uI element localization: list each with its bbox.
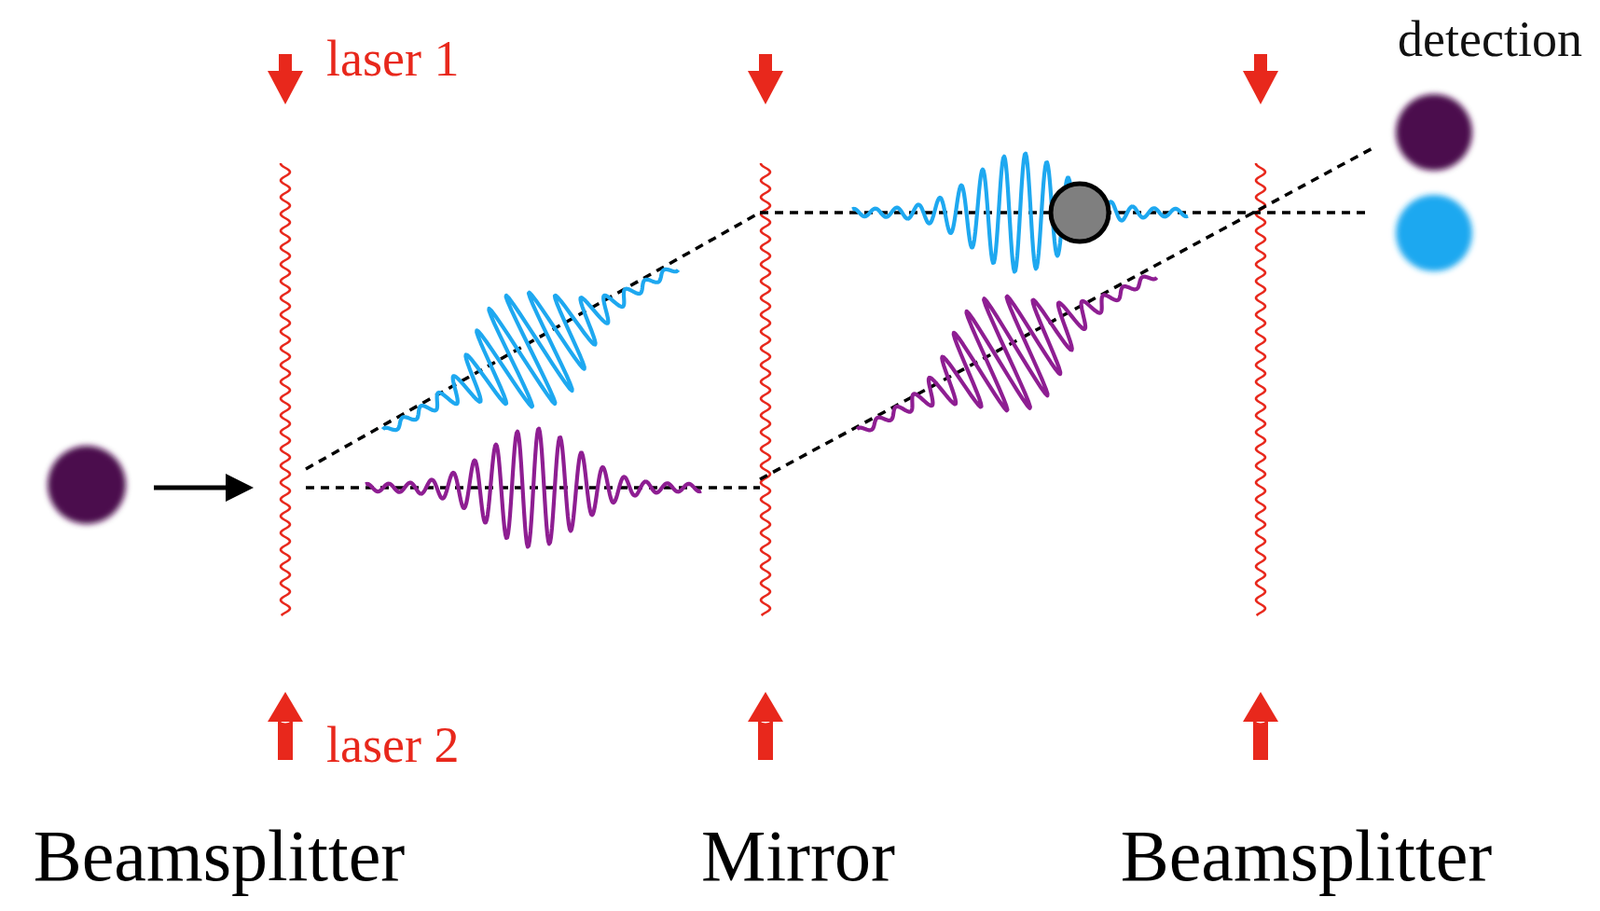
laser-wave xyxy=(1255,163,1266,616)
arrow-shaft xyxy=(278,54,292,73)
motion-arrow xyxy=(153,485,230,491)
laser-wave xyxy=(760,163,771,616)
laser-beams xyxy=(280,163,1266,616)
wave-packet xyxy=(365,428,702,548)
laser-glow xyxy=(280,163,290,616)
wave-packet xyxy=(830,222,1183,485)
laser-glow xyxy=(760,163,771,616)
wave-packets xyxy=(355,153,1188,548)
optics-label: Mirror xyxy=(701,813,896,898)
laser-glow xyxy=(1255,163,1266,616)
atom xyxy=(47,445,126,525)
optics-label: Beamsplitter xyxy=(1120,813,1493,898)
arrow-shaft xyxy=(277,719,293,760)
wave-packet xyxy=(355,215,706,484)
trajectories xyxy=(305,148,1373,488)
laser-label: laser 1 xyxy=(326,29,459,88)
detected-atom xyxy=(1395,94,1473,171)
trajectory-line xyxy=(305,212,760,469)
arrow-head xyxy=(747,70,784,105)
arrow-head xyxy=(1242,691,1279,722)
wave-packet xyxy=(852,153,1188,273)
detected-atom xyxy=(1395,194,1473,272)
motion-arrow-head xyxy=(225,473,254,502)
arrow-head xyxy=(267,70,304,105)
arrow-shaft xyxy=(1253,719,1269,760)
arrow-head xyxy=(747,691,784,722)
optics-label: Beamsplitter xyxy=(33,813,406,898)
detection-label: detection xyxy=(1397,10,1583,69)
arrow-head xyxy=(267,691,304,722)
arrow-shaft xyxy=(1254,54,1268,73)
laser-wave xyxy=(280,163,290,616)
arrow-head xyxy=(1242,70,1279,105)
trajectory-line xyxy=(759,148,1373,480)
arrow-shaft xyxy=(758,54,773,73)
laser-label: laser 2 xyxy=(326,716,459,774)
arrow-shaft xyxy=(758,719,773,760)
laser-arrows xyxy=(267,54,1279,760)
perturber-ball xyxy=(1050,183,1109,242)
